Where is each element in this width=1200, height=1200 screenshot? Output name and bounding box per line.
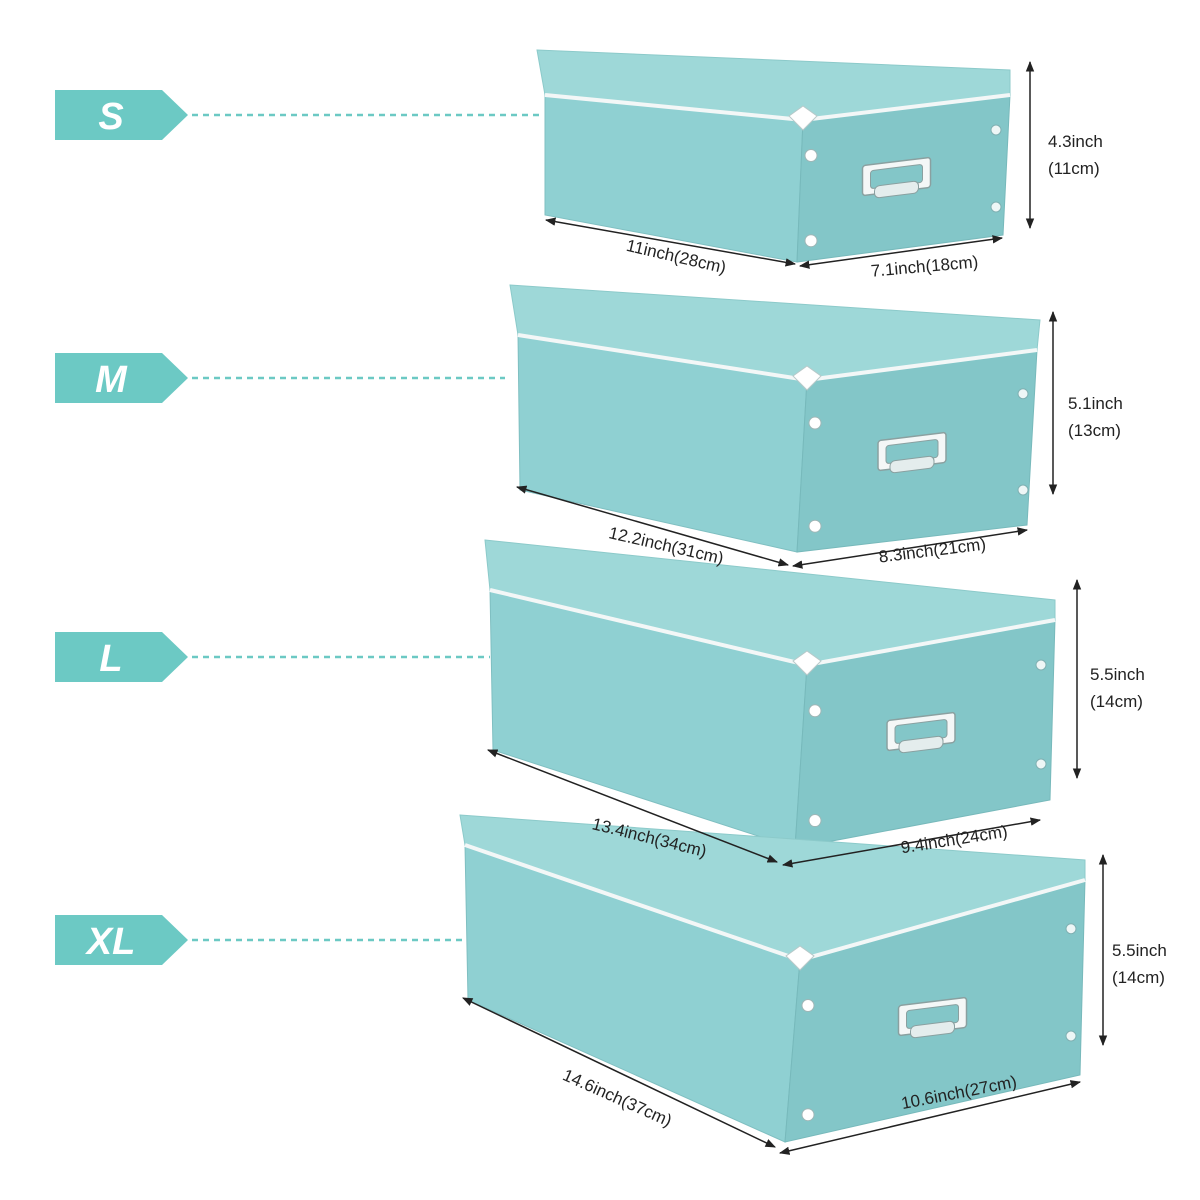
height-inch-text: 5.5inch xyxy=(1090,665,1145,684)
size-tag-m: M xyxy=(55,353,188,403)
size-tag-shape xyxy=(55,353,188,403)
rivet-icon xyxy=(1017,484,1029,496)
length-dimension-line xyxy=(544,217,797,267)
rivet-icon xyxy=(804,149,818,162)
size-tag-label: S xyxy=(98,96,123,138)
height-cm-text: (14cm) xyxy=(1090,692,1143,711)
rivet-icon xyxy=(1035,659,1047,671)
rivet-icon xyxy=(804,234,818,248)
box-front-face xyxy=(544,94,804,263)
height-label-xl: 5.5inch (14cm) xyxy=(1112,937,1167,991)
size-tag-label: XL xyxy=(85,921,136,963)
height-inch-text: 5.5inch xyxy=(1112,941,1167,960)
size-tag-label: M xyxy=(95,359,128,401)
height-cm-text: (11cm) xyxy=(1048,159,1100,178)
box-handle-icon xyxy=(877,431,947,474)
size-tag-s: S xyxy=(55,90,188,140)
rivet-icon xyxy=(1065,923,1077,935)
height-label-m: 5.1inch (13cm) xyxy=(1068,390,1123,444)
corner-clip-icon xyxy=(788,105,818,131)
height-inch-text: 5.1inch xyxy=(1068,394,1123,413)
rivet-icon xyxy=(808,519,822,533)
height-label-l: 5.5inch (14cm) xyxy=(1090,661,1145,715)
rivet-icon xyxy=(1035,758,1047,770)
corner-clip-icon xyxy=(792,365,822,391)
corner-clip-icon xyxy=(792,650,822,676)
height-inch-text: 4.3inch xyxy=(1048,132,1103,151)
length-dimension-line xyxy=(487,749,778,863)
rivet-icon xyxy=(801,999,815,1012)
storage-box-m xyxy=(509,284,1041,553)
rivet-icon xyxy=(1065,1030,1077,1042)
rivet-icon xyxy=(990,201,1002,213)
width-dimension-line xyxy=(791,527,1029,569)
size-tag-label: L xyxy=(99,638,122,680)
length-dimension-line xyxy=(515,485,790,567)
width-dimension-line xyxy=(781,817,1042,868)
size-tag-shape xyxy=(55,632,188,682)
height-label-s: 4.3inch (11cm) xyxy=(1048,128,1103,182)
height-cm-text: (14cm) xyxy=(1112,968,1165,987)
rivet-icon xyxy=(808,416,822,430)
box-handle-icon xyxy=(886,711,956,754)
box-handle-icon xyxy=(861,156,932,199)
size-tag-xl: XL xyxy=(55,915,188,965)
storage-box-l xyxy=(484,539,1056,849)
width-dimension-line xyxy=(798,235,1004,269)
size-tag-shape xyxy=(55,90,188,140)
corner-clip-icon xyxy=(785,945,815,971)
width-label: 7.1inch(18cm) xyxy=(870,252,979,280)
rivet-icon xyxy=(801,1108,815,1122)
rivet-icon xyxy=(808,814,822,828)
size-tag-shape xyxy=(55,915,188,965)
box-handle-icon xyxy=(897,996,968,1039)
rivet-icon xyxy=(808,704,822,718)
width-dimension-line xyxy=(778,1080,1082,1155)
height-cm-text: (13cm) xyxy=(1068,421,1121,440)
size-tag-l: L xyxy=(55,632,188,682)
rivet-icon xyxy=(1017,388,1029,400)
length-dimension-line xyxy=(462,997,776,1148)
rivet-icon xyxy=(990,124,1002,136)
